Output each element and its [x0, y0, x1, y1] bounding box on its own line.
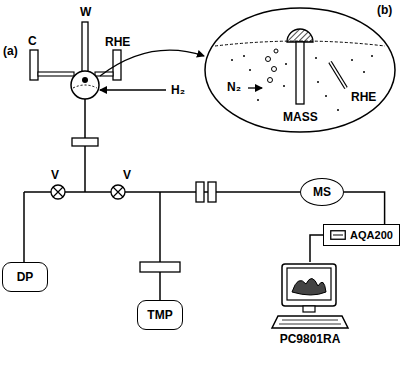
pump-box: DP	[2, 262, 48, 292]
keyboard	[272, 316, 348, 328]
display-icon-holder	[330, 230, 346, 240]
screen	[287, 268, 331, 300]
pump-flange	[140, 262, 180, 272]
electrode-label: RHE	[104, 35, 131, 49]
liquid-dot	[325, 95, 327, 97]
liquid-dot	[315, 57, 317, 59]
neck-flange	[72, 138, 98, 146]
keyboard-keys	[279, 320, 341, 324]
inset-pointer	[100, 50, 204, 76]
screen-graphic	[292, 278, 326, 295]
monitor-stand	[303, 306, 315, 312]
liquid-dot	[363, 71, 365, 73]
node-text: AQA200	[350, 228, 393, 242]
electrode-tip	[82, 77, 88, 83]
working-electrode	[82, 22, 88, 74]
gas-bubble	[272, 67, 277, 72]
liquid-dot	[317, 81, 319, 83]
valve-label: V	[50, 168, 60, 182]
liquid-dot	[231, 59, 233, 61]
liquid-dot	[337, 109, 339, 111]
vacuum-pipe	[23, 192, 25, 262]
liquid-dot	[285, 63, 287, 65]
probe-label: MASS	[282, 110, 319, 124]
inset-outline	[205, 8, 395, 132]
valve-cross	[113, 187, 123, 197]
liquid-dot	[283, 85, 285, 87]
reference-tube	[330, 62, 346, 88]
gas-label: H₂	[170, 83, 186, 97]
panel-label: (a)	[2, 44, 19, 58]
node-text: DP	[17, 270, 34, 284]
reference-tube-bore	[330, 62, 346, 88]
computer-drawing	[268, 262, 352, 332]
gas-bubble	[274, 49, 278, 53]
liquid-dot	[371, 55, 373, 57]
mass-probe-tube	[296, 42, 304, 104]
node-text: MS	[313, 185, 331, 199]
pipe-flange	[196, 182, 204, 202]
electrode-label: C	[27, 34, 38, 48]
gas-bubble	[266, 57, 271, 62]
cell-body	[71, 71, 99, 99]
computer-icon	[268, 262, 352, 332]
mass-spectrometer: MS	[300, 178, 344, 206]
gas-inlet-arrow	[248, 87, 262, 88]
electrode-label: W	[79, 5, 92, 19]
liquid-dot	[249, 69, 251, 71]
valve-cross	[53, 187, 63, 197]
node-text: TMP	[147, 308, 172, 322]
analyzer-box: AQA200	[323, 224, 400, 246]
signal-cable	[310, 235, 323, 262]
panel-label: (b)	[376, 3, 393, 17]
liquid-dot	[351, 59, 353, 61]
valve-label: V	[122, 168, 132, 182]
monitor	[282, 264, 336, 306]
gas-label: N₂	[226, 80, 242, 94]
display-line	[333, 235, 343, 236]
counter-electrode-tube	[30, 50, 38, 80]
gas-bubble	[268, 78, 273, 83]
electrolyte-level	[73, 85, 97, 88]
signal-cable	[344, 192, 385, 224]
node-text: PC9801RA	[280, 332, 341, 346]
pipe-flange	[208, 182, 216, 202]
liquid-dot	[243, 55, 245, 57]
pump-box: TMP	[137, 300, 183, 330]
display-icon	[330, 230, 346, 240]
side-arm	[38, 72, 74, 76]
valve-symbol	[51, 185, 65, 199]
valve-symbol	[111, 185, 125, 199]
vacuum-pipe	[159, 192, 161, 300]
electrode-label: RHE	[350, 90, 377, 104]
display-window	[331, 231, 346, 240]
electrode-dome	[287, 29, 313, 42]
gas-inlet-arrow	[100, 89, 166, 90]
computer: PC9801RA	[268, 262, 352, 346]
liquid-dot	[257, 99, 259, 101]
